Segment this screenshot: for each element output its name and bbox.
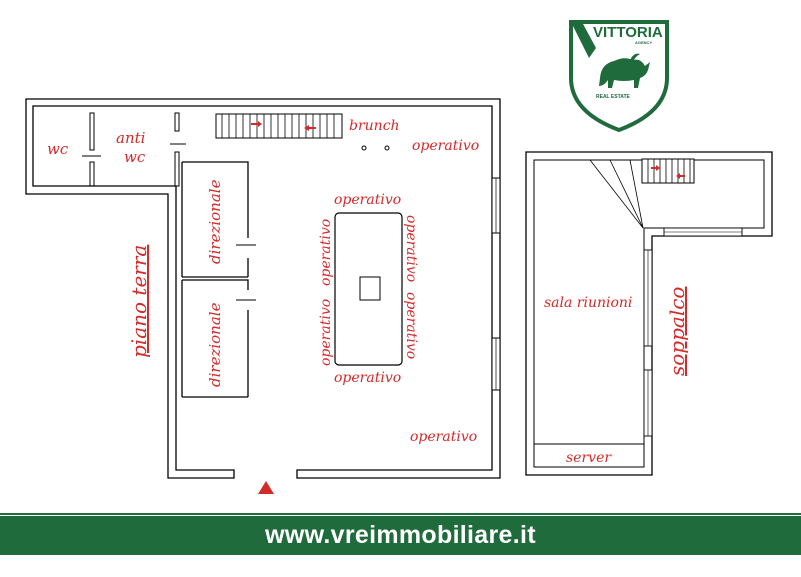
central-table xyxy=(334,212,403,366)
staircase-mezzanine xyxy=(641,158,695,184)
room-label-anti: anti xyxy=(116,129,146,147)
room-label-operativo-table-top: operativo xyxy=(334,192,401,208)
brunch-fixtures xyxy=(361,145,390,151)
room-label-operativo-left-outer: operativo xyxy=(318,299,334,366)
room-label-operativo-right-upper: operativo xyxy=(403,215,419,282)
room-label-server: server xyxy=(566,450,612,466)
vittoria-logo: VITTORIA AGENCY REAL ESTATE xyxy=(569,20,669,133)
mezzanine-walls xyxy=(525,151,773,476)
room-label-wc: wc xyxy=(47,140,69,158)
room-label-operativo-table-bottom: operativo xyxy=(334,370,401,386)
entrance-arrow-icon xyxy=(258,481,274,494)
room-label-operativo-left-inner: operativo xyxy=(318,219,334,286)
room-label-sala-riunioni: sala riunioni xyxy=(544,295,632,311)
room-label-operativo-top-right: operativo xyxy=(412,138,479,154)
logo-main-text: VITTORIA xyxy=(593,24,663,41)
room-label-operativo-bottom-right: operativo xyxy=(410,429,477,445)
office-partitions xyxy=(181,161,256,398)
ground-floor-title: piano terra xyxy=(127,245,151,358)
room-label-operativo-right-lower: operativo xyxy=(403,292,419,359)
footer-top-line xyxy=(0,513,801,515)
logo-tag-text: REAL ESTATE xyxy=(596,94,631,100)
stair-arrow-mezz-left-icon xyxy=(676,173,680,179)
room-label-direzionale-lower: direzionale xyxy=(206,302,224,387)
stair-arrow-mezz-icon xyxy=(656,165,660,171)
ground-floor-walls xyxy=(25,98,501,479)
room-label-brunch: brunch xyxy=(349,118,400,134)
floor-plan: VITTORIA AGENCY REAL ESTATE xyxy=(25,20,773,494)
logo-sub-text: AGENCY xyxy=(635,40,652,45)
mezzanine-title: soppalco xyxy=(665,287,689,376)
room-label-anti-wc: wc xyxy=(124,148,146,166)
wc-partitions xyxy=(82,112,186,187)
stair-arrow-icon xyxy=(258,121,262,127)
stair-arrow-left-icon xyxy=(304,125,309,131)
staircase-ground xyxy=(215,113,343,139)
room-label-direzionale-upper: direzionale xyxy=(206,179,224,264)
footer-url[interactable]: www.vreimmobiliare.it xyxy=(265,521,536,549)
logo-v-mark-icon xyxy=(571,22,596,58)
footer-bar: www.vreimmobiliare.it xyxy=(0,516,801,555)
bull-icon xyxy=(599,53,650,88)
